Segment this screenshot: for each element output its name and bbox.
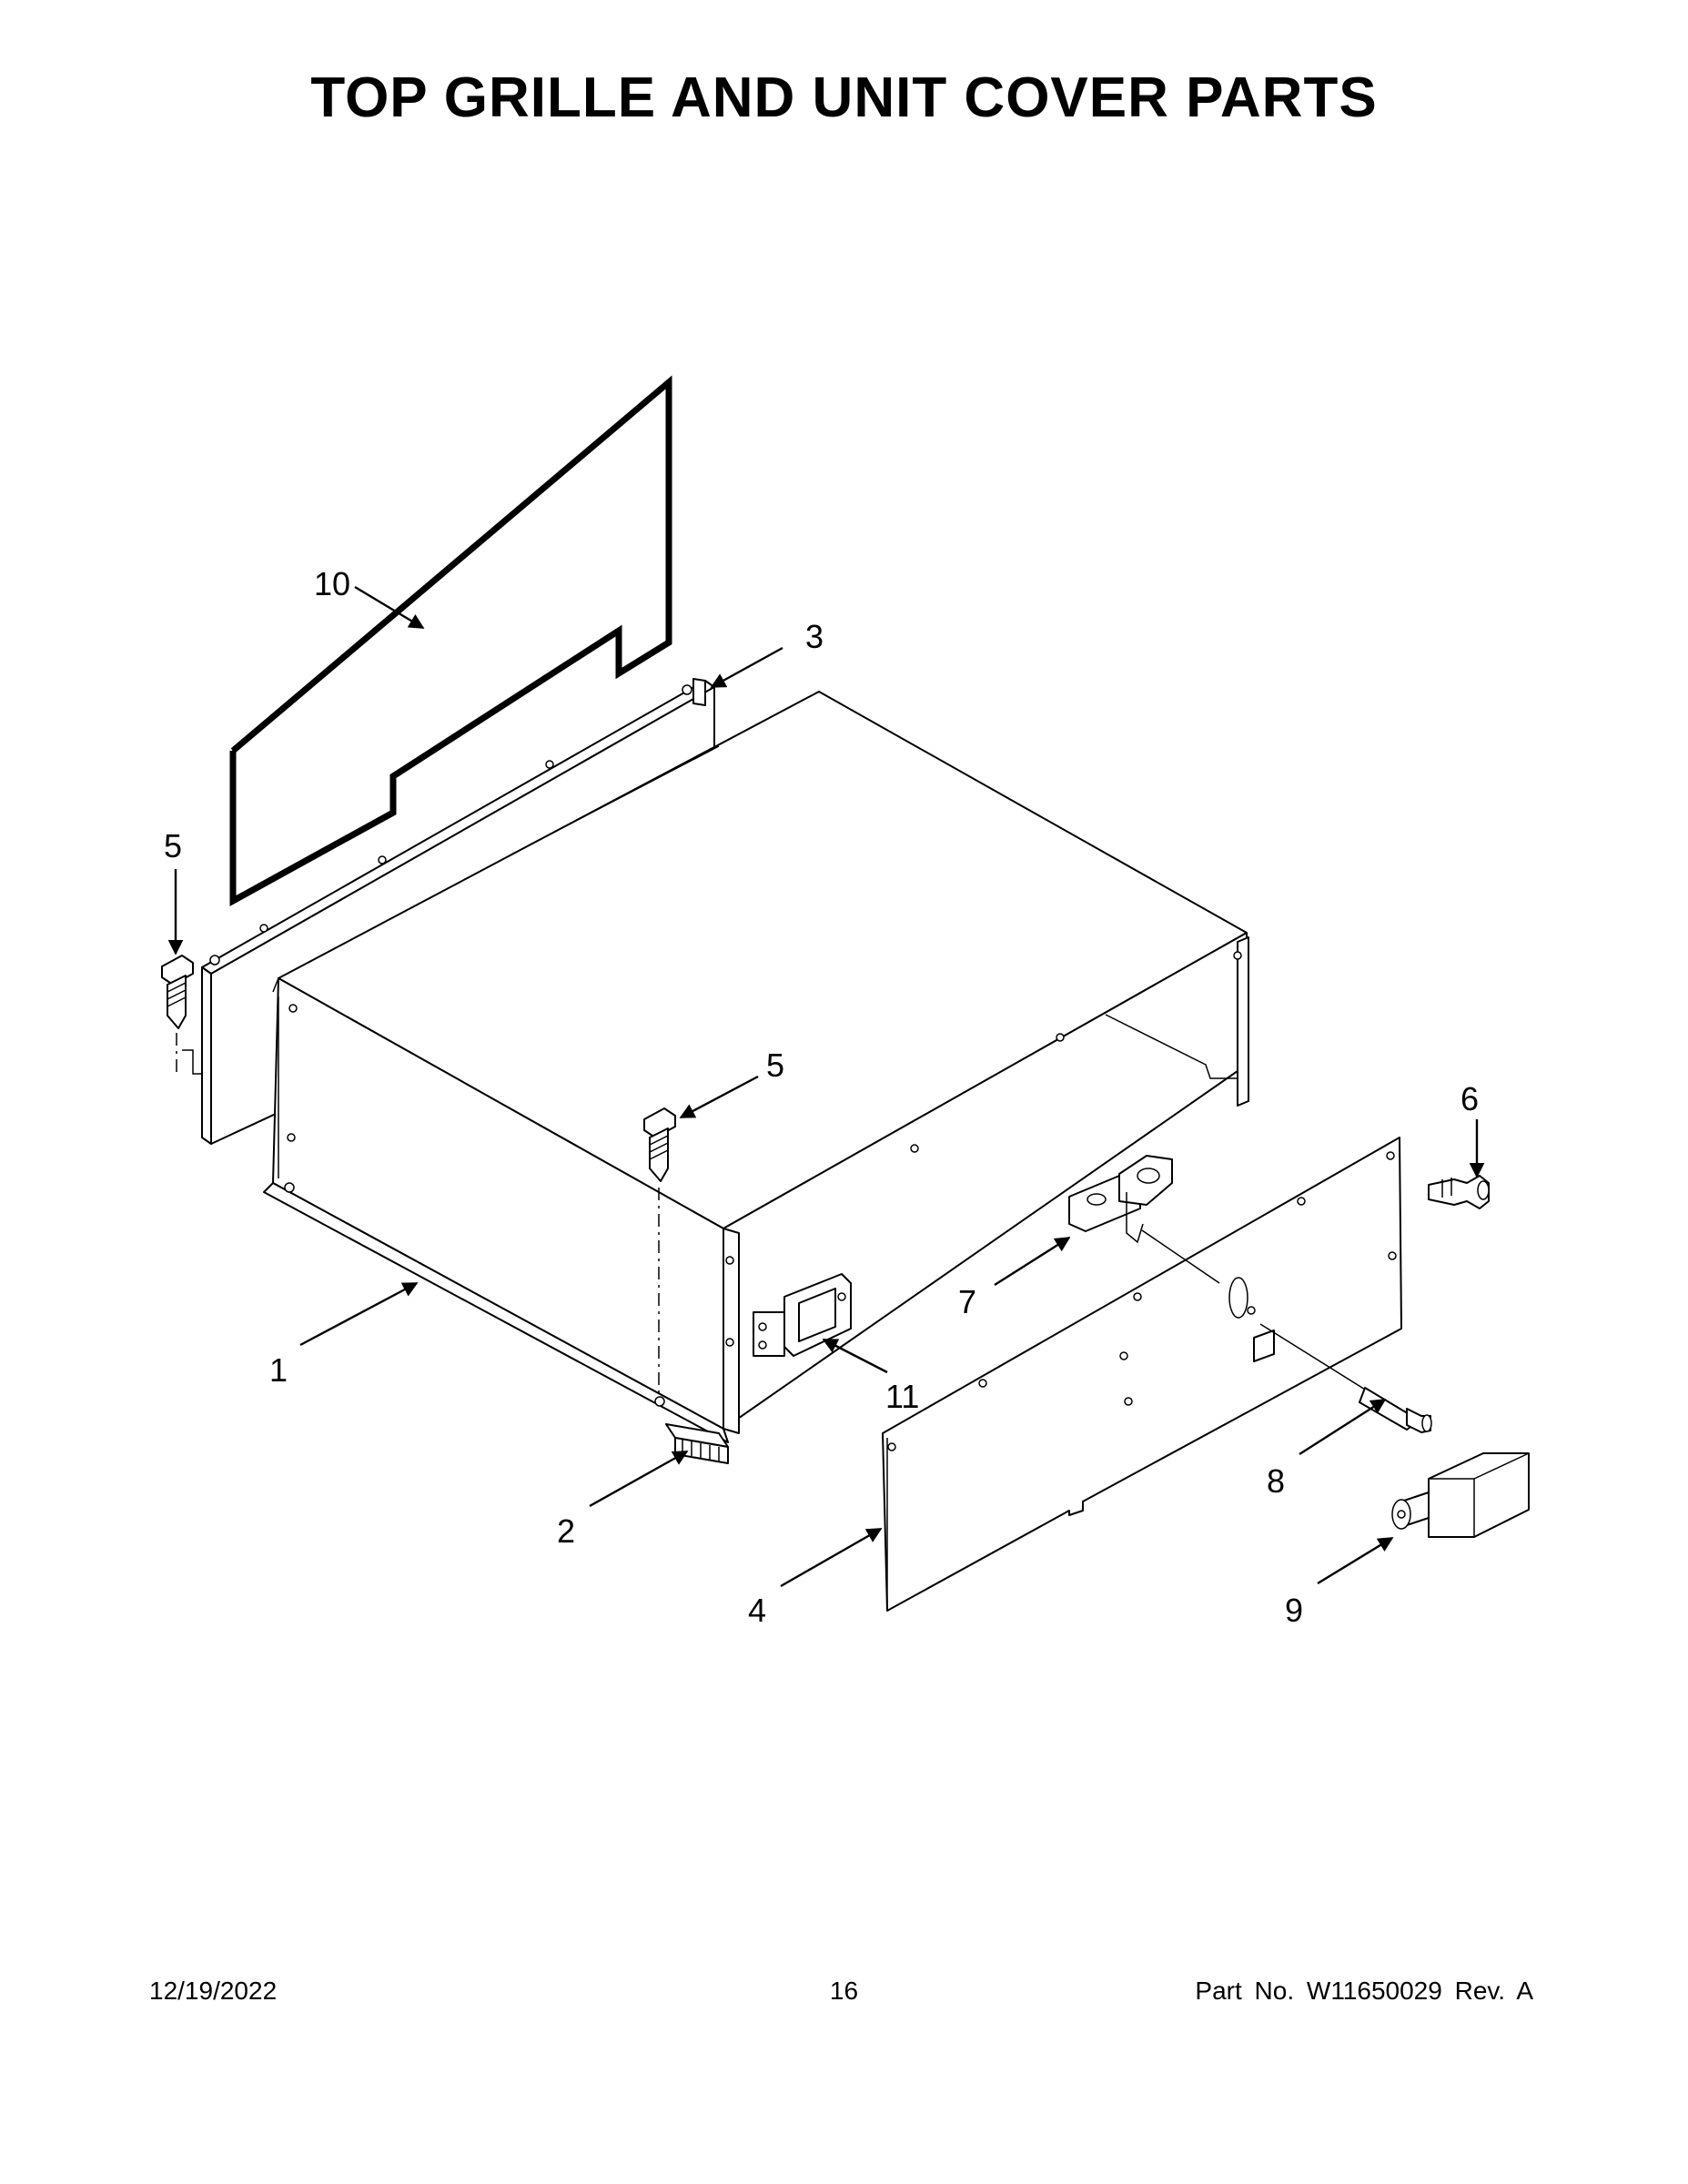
arrow-1 bbox=[299, 1281, 419, 1347]
callout-5-left: 5 bbox=[164, 827, 182, 864]
arrow-9 bbox=[1317, 1536, 1394, 1585]
footer-part-number: Part No. W11650029 Rev. A bbox=[1195, 1977, 1533, 2005]
screw-part-6 bbox=[1428, 1175, 1490, 1209]
arrow-7 bbox=[994, 1236, 1071, 1287]
callout-6: 6 bbox=[1461, 1080, 1479, 1117]
arrow-11 bbox=[822, 1338, 888, 1374]
screw-part-5-left bbox=[161, 955, 194, 1074]
hinge-bracket-part-7 bbox=[1068, 1155, 1173, 1244]
footer-page-number: 16 bbox=[829, 1977, 859, 2005]
clip-part-2 bbox=[665, 1423, 729, 1464]
latch-rod-part-8 bbox=[1359, 1387, 1432, 1433]
arrow-5-center bbox=[679, 1075, 759, 1119]
callout-8: 8 bbox=[1267, 1462, 1285, 1500]
front-panel-part-4 bbox=[882, 1137, 1402, 1612]
callout-3: 3 bbox=[805, 618, 824, 655]
callout-10: 10 bbox=[314, 565, 350, 602]
bracket-part-11 bbox=[753, 1273, 852, 1357]
callout-5-center: 5 bbox=[766, 1046, 784, 1084]
arrow-2 bbox=[589, 1450, 689, 1508]
switch-part-9 bbox=[1391, 1452, 1530, 1538]
callout-7: 7 bbox=[958, 1283, 976, 1320]
screw-part-5-center bbox=[643, 1107, 676, 1397]
page-title: TOP GRILLE AND UNIT COVER PARTS bbox=[310, 66, 1378, 129]
callout-2: 2 bbox=[557, 1512, 575, 1550]
arrow-8 bbox=[1299, 1398, 1387, 1456]
callout-9: 9 bbox=[1285, 1592, 1303, 1629]
arrow-3 bbox=[710, 646, 783, 689]
callout-11: 11 bbox=[885, 1378, 919, 1415]
arrow-10 bbox=[354, 585, 425, 630]
unit-cover-part-1 bbox=[263, 691, 1249, 1443]
callout-1: 1 bbox=[269, 1351, 288, 1389]
arrow-4 bbox=[780, 1527, 883, 1588]
callout-4: 4 bbox=[748, 1592, 766, 1629]
gasket-part-10 bbox=[229, 375, 672, 906]
footer-date: 12/19/2022 bbox=[149, 1977, 278, 2005]
